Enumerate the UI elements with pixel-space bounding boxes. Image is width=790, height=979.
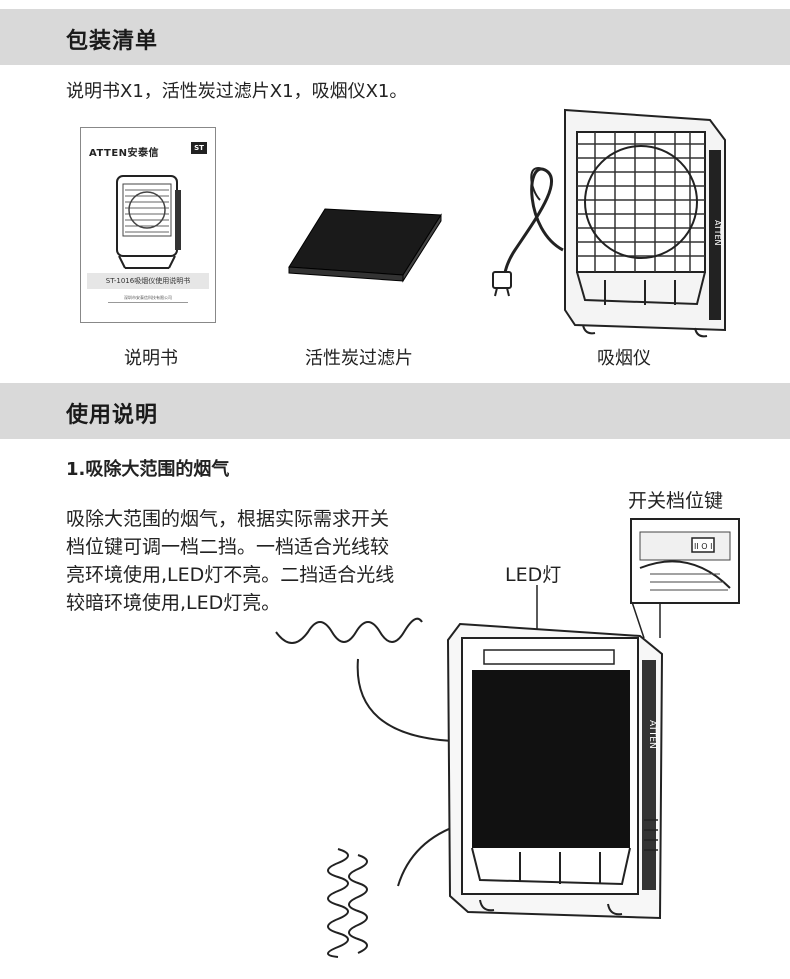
smoke-wave-icon [275,617,423,644]
led-bar [483,649,615,665]
caption-filter: 活性炭过滤片 [305,348,413,369]
switch-zoom-inset: II O I [630,518,740,604]
manual-device-sketch [116,175,181,269]
section-header-usage: 使用说明 [0,383,790,439]
description-line: 较暗环境使用,LED灯亮。 [66,592,281,614]
package-list-text: 说明书X1，活性炭过滤片X1，吸烟仪X1。 [66,81,408,102]
caption-manual: 说明书 [124,348,178,369]
carbon-filter-face [472,670,630,848]
label-led: LED灯 [505,564,562,586]
manual-title: ST-1016吸烟仪使用说明书 [87,273,209,289]
smoke-absorber-illustration: ATTEN [492,108,726,338]
section-title: 包装清单 [66,29,159,54]
manual-brand: ATTEN安泰信 [89,148,160,159]
manual-company-line [81,302,215,304]
manual-company: 深圳市安泰信科技有限公司 [124,295,172,300]
section-header-package: 包装清单 [0,9,790,65]
description-line: 吸除大范围的烟气，根据实际需求开关 [66,508,390,530]
device-side-brand: ATTEN [713,220,722,246]
smoke-absorber-front-view: ATTEN [446,622,664,920]
section-title: 使用说明 [66,403,159,428]
manual-badge: ST [191,142,207,154]
label-switch: 开关档位键 [628,490,724,512]
caption-device: 吸烟仪 [597,348,651,369]
zoom-connector-lines [631,601,661,639]
smoke-coil-icon [327,848,368,958]
usage-description: 吸除大范围的烟气，根据实际需求开关 档位键可调一档二挡。一档适合光线较 亮环境使… [66,505,466,617]
device-side-brand: ATTEN [647,720,657,749]
description-line: 亮环境使用,LED灯不亮。二挡适合光线 [66,564,395,586]
switch-face-icon: II O I [694,542,712,551]
description-line: 档位键可调一档二挡。一档适合光线较 [66,536,390,558]
manual-illustration: ATTEN安泰信 ST ST-1016吸烟仪使用说明书 深圳市安泰信科技有限公司 [80,127,216,323]
subsection-title: 1.吸除大范围的烟气 [66,459,230,480]
carbon-filter-illustration [288,208,442,283]
